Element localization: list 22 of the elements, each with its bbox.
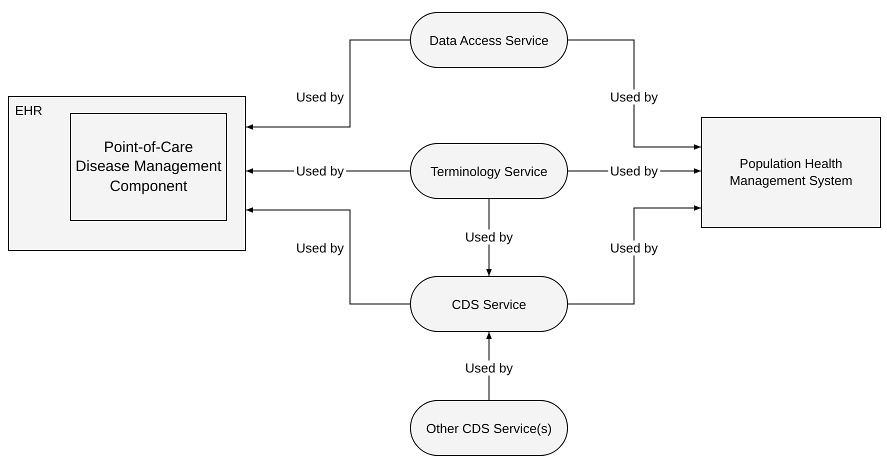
edge-label: Used by: [294, 240, 346, 256]
edge-label: Used by: [608, 164, 660, 178]
system-box: [8, 96, 246, 251]
connector-arrow: [568, 40, 702, 150]
node-label: Population Health Management System: [728, 156, 854, 190]
edge-label: Used by: [463, 360, 515, 376]
node-label: Point-of-Care Disease Management Component: [75, 138, 222, 196]
edge-label: Used by: [294, 164, 346, 178]
edge-label: Used by: [463, 230, 515, 244]
edge-label: Used by: [294, 90, 346, 104]
connector-arrow: [568, 205, 702, 304]
node-label: Data Access Service: [429, 32, 549, 48]
edge-label: Used by: [608, 90, 660, 104]
system-box: [701, 117, 881, 228]
node-label: CDS Service: [452, 296, 526, 312]
node-label: Terminology Service: [430, 164, 548, 178]
connector-arrow: [246, 207, 410, 304]
connector-arrow: [246, 40, 410, 130]
component-box: [70, 113, 227, 221]
edge-label: Used by: [608, 240, 660, 256]
node-label: Other CDS Service(s): [426, 420, 552, 436]
node-label: EHR: [15, 103, 42, 118]
